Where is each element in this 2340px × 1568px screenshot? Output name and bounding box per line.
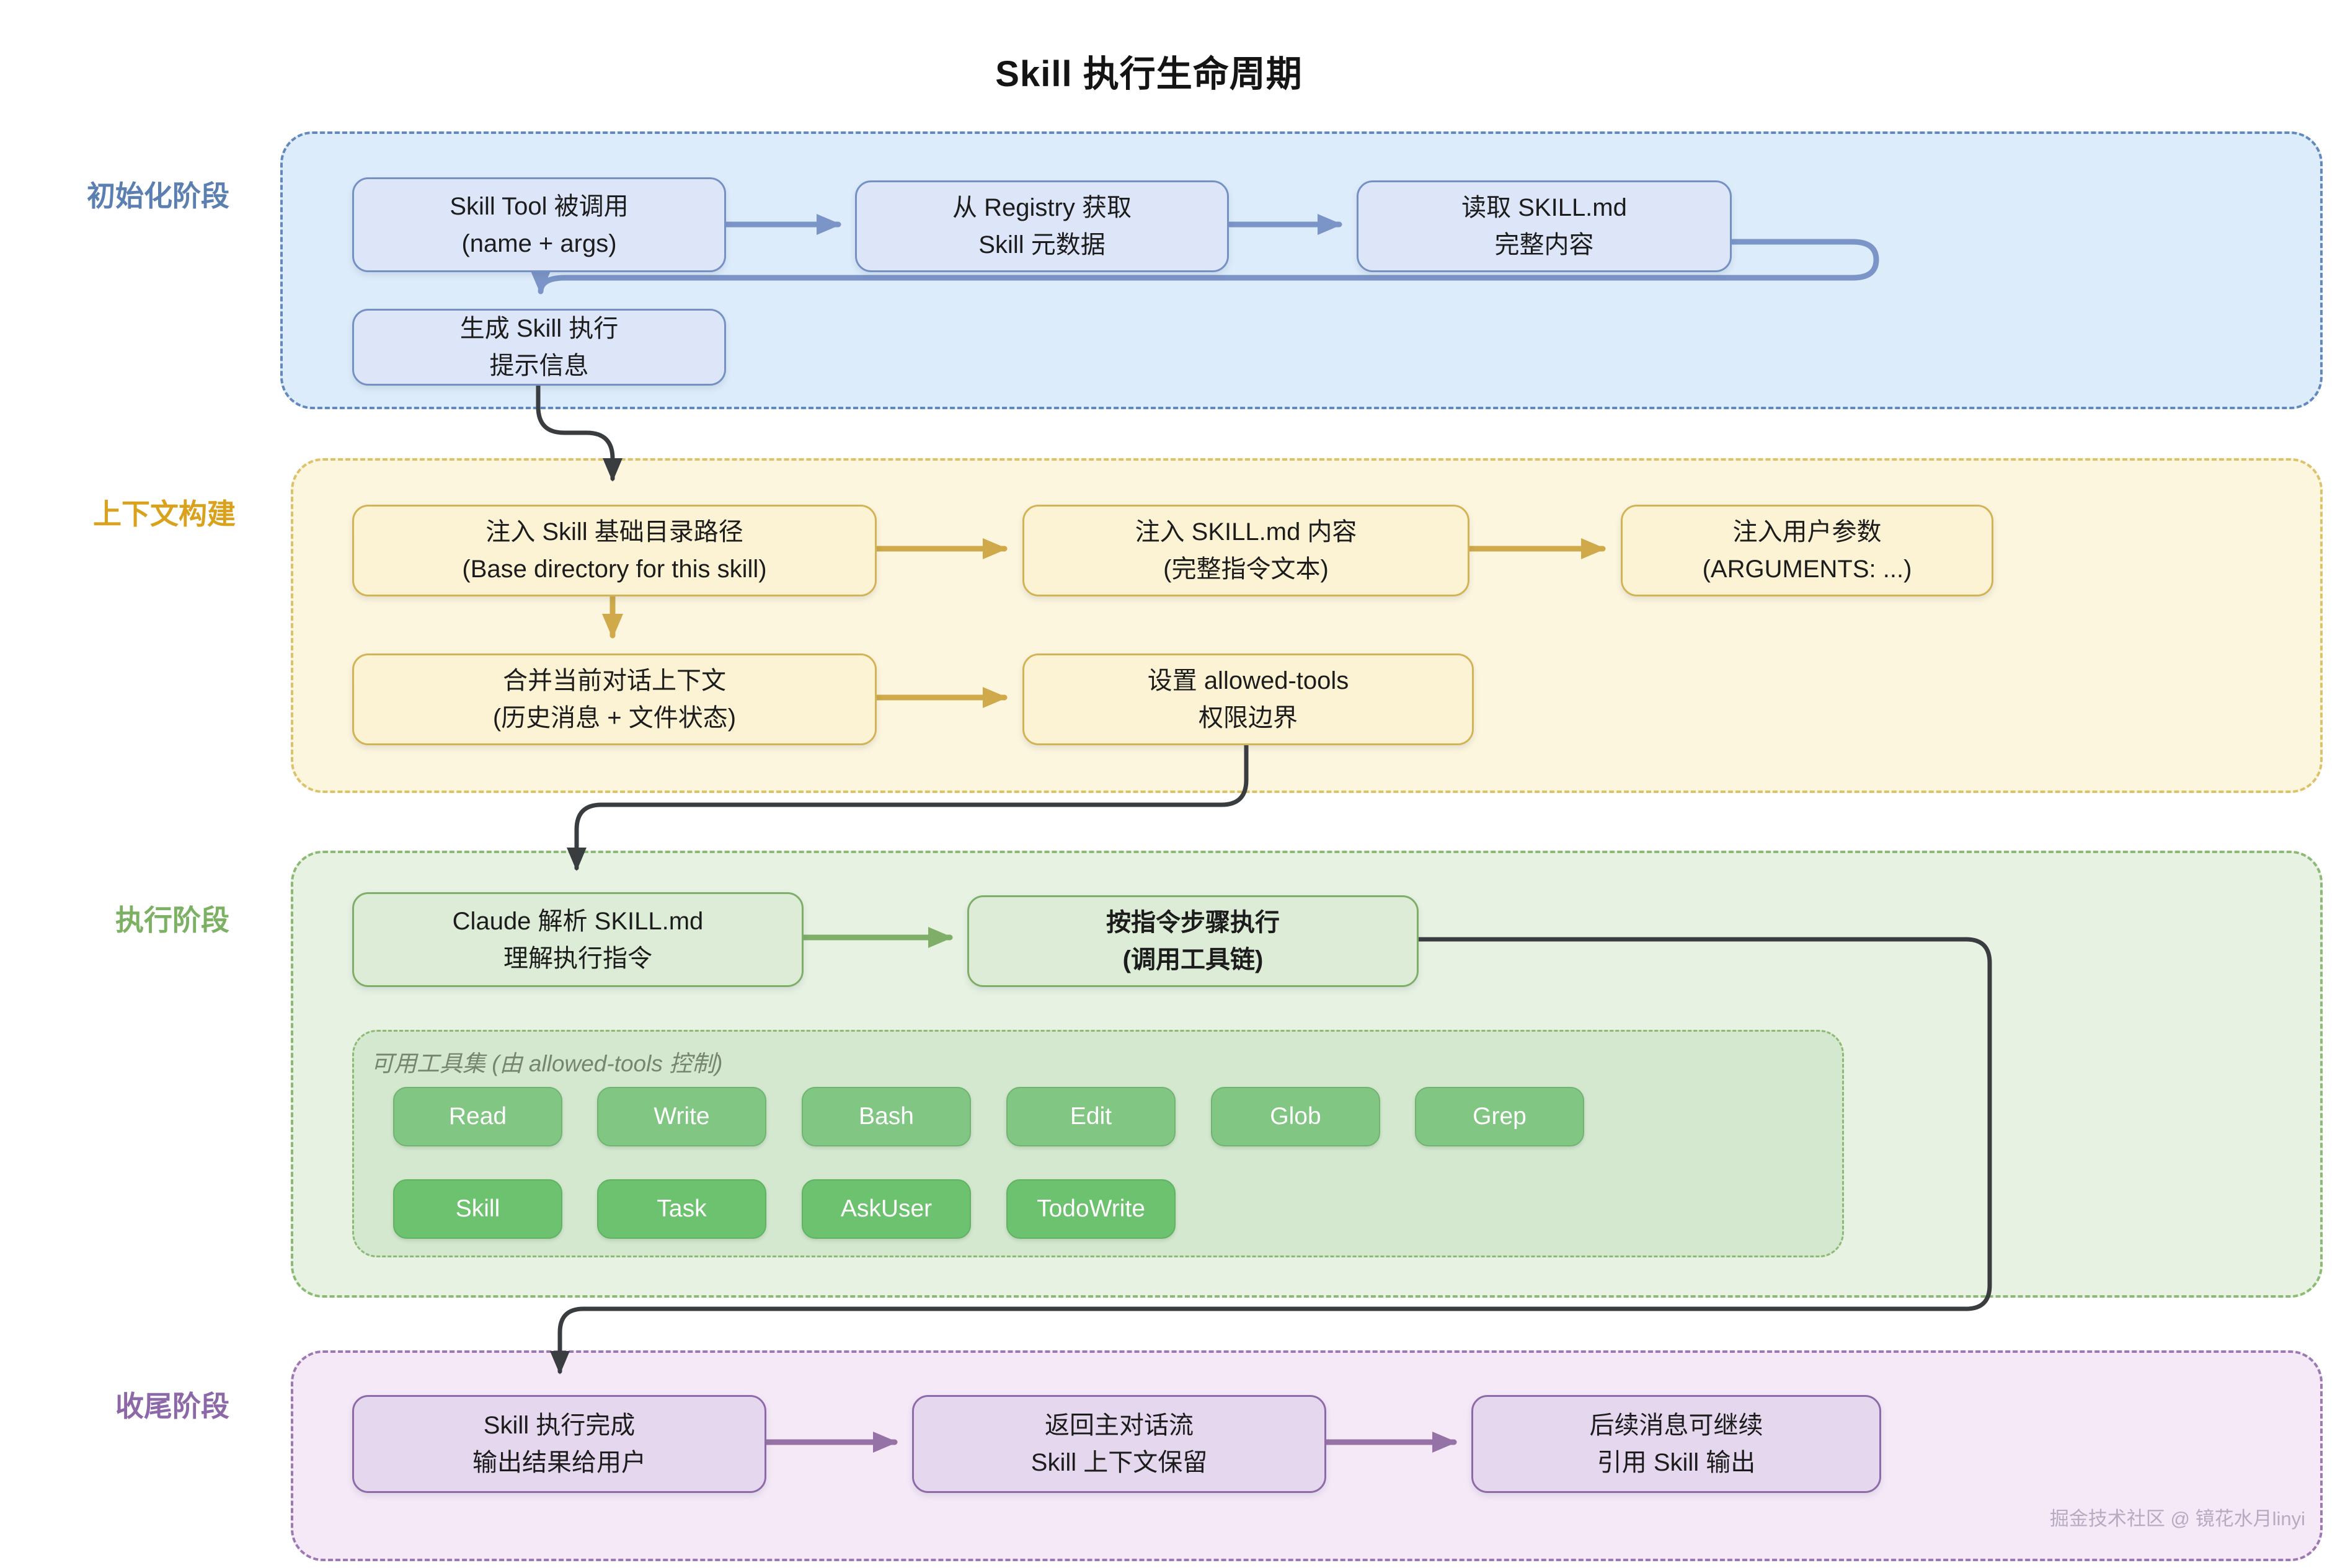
node-line: (Base directory for this skill) xyxy=(462,556,767,583)
node-set-allowed-tools: 设置 allowed-tools 权限边界 xyxy=(1022,653,1474,745)
node-line: 注入 SKILL.md 内容 xyxy=(1135,518,1357,546)
node-line: 读取 SKILL.md xyxy=(1461,194,1627,221)
node-line: (历史消息 + 文件状态) xyxy=(492,704,737,732)
node-inject-args: 注入用户参数 (ARGUMENTS: ...) xyxy=(1621,505,1993,596)
tool-button-askuser: AskUser xyxy=(802,1179,971,1239)
node-line: (ARGUMENTS: ...) xyxy=(1702,556,1912,583)
node-line: 后续消息可继续 xyxy=(1589,1412,1763,1439)
node-line: 注入用户参数 xyxy=(1732,518,1882,546)
section-label-initialization: 初始化阶段 xyxy=(87,180,229,212)
node-line: Skill Tool 被调用 xyxy=(450,192,629,220)
toolset-label: 可用工具集 (由 allowed-tools 控制) xyxy=(371,1051,723,1076)
tool-button-read: Read xyxy=(393,1087,562,1146)
section-label-closing: 收尾阶段 xyxy=(115,1390,229,1422)
tool-button-glob: Glob xyxy=(1211,1087,1380,1146)
diagram-title: Skill 执行生命周期 xyxy=(995,54,1303,94)
node-skill-tool-called: Skill Tool 被调用 (name + args) xyxy=(352,177,726,272)
node-parse-skill-md: Claude 解析 SKILL.md 理解执行指令 xyxy=(352,892,804,987)
watermark: 掘金技术社区 @ 镜花水月linyi xyxy=(2049,1508,2305,1530)
tool-button-todowrite: TodoWrite xyxy=(1006,1179,1176,1239)
node-registry-fetch: 从 Registry 获取 Skill 元数据 xyxy=(855,180,1229,272)
tool-button-write: Write xyxy=(597,1087,766,1146)
node-line: (调用工具链) xyxy=(1122,946,1264,973)
node-line: 返回主对话流 xyxy=(1045,1412,1194,1439)
tool-button-edit: Edit xyxy=(1006,1087,1176,1146)
node-line: (完整指令文本) xyxy=(1163,556,1329,583)
node-line: 输出结果给用户 xyxy=(472,1449,646,1476)
section-label-execution: 执行阶段 xyxy=(115,904,229,936)
node-line: 设置 allowed-tools xyxy=(1147,667,1349,694)
tool-button-bash: Bash xyxy=(802,1087,971,1146)
node-line: 注入 Skill 基础目录路径 xyxy=(485,518,743,546)
node-run-steps: 按指令步骤执行 (调用工具链) xyxy=(967,895,1419,987)
node-read-skill-md: 读取 SKILL.md 完整内容 xyxy=(1357,180,1732,272)
toolset-container: 可用工具集 (由 allowed-tools 控制) Read Write Ba… xyxy=(352,1030,1844,1257)
node-line: Skill 执行完成 xyxy=(483,1412,636,1439)
node-line: Skill 上下文保留 xyxy=(1030,1449,1208,1476)
node-line: Claude 解析 SKILL.md xyxy=(452,907,704,935)
node-inject-skill-md: 注入 SKILL.md 内容 (完整指令文本) xyxy=(1022,505,1469,596)
node-line: 按指令步骤执行 xyxy=(1106,909,1280,936)
section-label-context-build: 上下文构建 xyxy=(93,498,236,530)
tool-button-skill: Skill xyxy=(393,1179,562,1239)
node-line: 合并当前对话上下文 xyxy=(503,667,726,694)
node-line: (name + args) xyxy=(461,229,617,257)
node-exec-complete: Skill 执行完成 输出结果给用户 xyxy=(352,1395,766,1493)
tool-button-grep: Grep xyxy=(1415,1087,1584,1146)
node-followup: 后续消息可继续 引用 Skill 输出 xyxy=(1471,1395,1881,1493)
node-line: 理解执行指令 xyxy=(503,944,652,972)
node-line: 完整内容 xyxy=(1494,231,1594,259)
node-inject-base-dir: 注入 Skill 基础目录路径 (Base directory for this… xyxy=(352,505,877,596)
node-line: 提示信息 xyxy=(489,352,589,379)
node-line: 生成 Skill 执行 xyxy=(459,315,619,342)
node-generate-prompt: 生成 Skill 执行 提示信息 xyxy=(352,309,726,386)
node-line: 从 Registry 获取 xyxy=(952,194,1132,221)
node-line: 权限边界 xyxy=(1199,704,1298,732)
node-line: 引用 Skill 输出 xyxy=(1597,1449,1756,1476)
tool-button-task: Task xyxy=(597,1179,766,1239)
node-line: Skill 元数据 xyxy=(978,231,1106,259)
node-merge-context: 合并当前对话上下文 (历史消息 + 文件状态) xyxy=(352,653,877,745)
node-return-main: 返回主对话流 Skill 上下文保留 xyxy=(912,1395,1326,1493)
